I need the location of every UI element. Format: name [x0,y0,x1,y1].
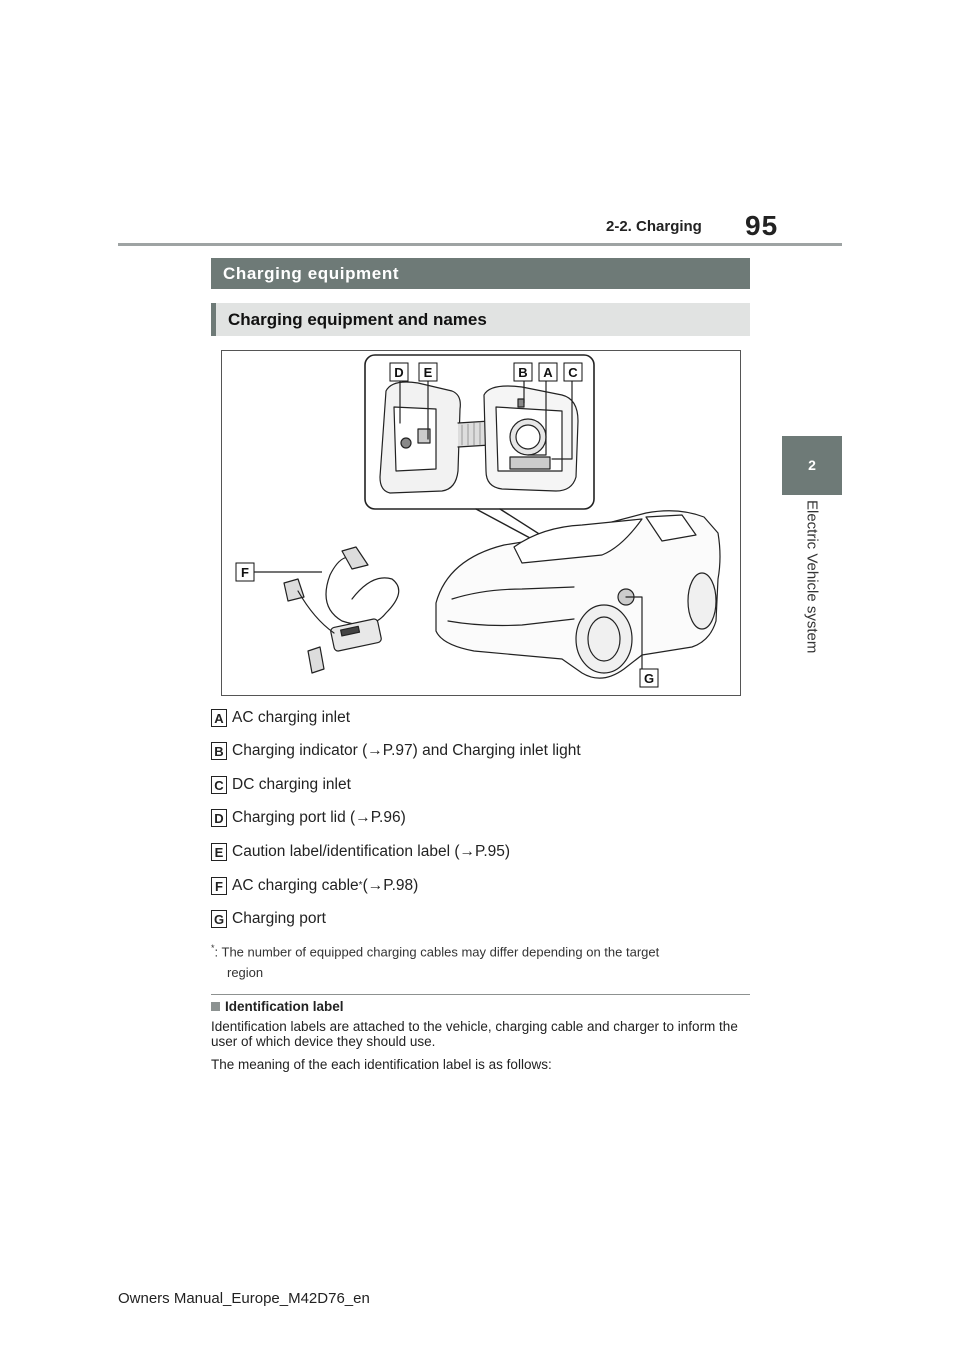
rear-wheel [687,572,717,630]
legend-text: Caution label/identification label ( [232,843,460,860]
legend-text: AC charging cable [232,877,359,894]
page-number: 95 [745,210,779,241]
mains-plug [283,578,305,602]
callout-d: D [394,365,403,380]
identification-heading: Identification label [211,999,344,1014]
legend-letter: A [211,709,227,727]
legend-item-d: D Charging port lid ( →P.96 ) [211,807,406,829]
section-divider [211,994,750,995]
legend-item-e: E Caution label/identification label ( →… [211,841,510,863]
legend-text-after: ) [504,843,511,860]
footnote-text: : The number of equipped charging cables… [214,944,660,960]
legend-letter: B [211,742,227,760]
leader-c [551,378,573,460]
legend-item-a: A AC charging inlet [211,707,350,729]
figure-illustration: D E B A C F G [235,354,721,688]
legend-text-after: ) [400,809,406,826]
legend-text: AC charging inlet [232,709,351,726]
page-ref-link[interactable]: →P.95 [459,843,505,860]
legend-text: Charging port [232,910,326,927]
callout-f: F [241,565,249,580]
page-footer: Owners Manual_Europe_M42D76_en [118,1290,370,1307]
page-ref-link[interactable]: →P.97 [367,742,413,759]
legend-item-f: F AC charging cable * (→P.98) [211,875,418,897]
legend-item-g: G Charging port [211,908,326,930]
identification-heading-text: Identification label [225,999,344,1014]
legend-letter: E [211,843,227,861]
subsection-heading: Charging equipment and names [211,303,750,336]
legend-letter: C [211,776,227,794]
header-rule [118,243,842,246]
callout-e: E [424,365,433,380]
callout-a: A [543,365,553,380]
bullet-square-icon [211,1002,220,1011]
footnote-mark: * [211,943,215,953]
section-heading: Charging equipment [211,258,750,289]
windshield [513,518,643,564]
chapter-tab[interactable]: 2 [782,436,842,495]
legend-text: DC charging inlet [232,776,351,793]
footnote-text-cont: region [227,965,264,981]
identification-paragraph-1: Identification labels are attached to th… [211,1019,738,1049]
chapter-title: Electric Vehicle system [803,500,821,654]
legend-letter: F [211,877,227,895]
legend-item-b: B Charging indicator ( →P.97 ) and Charg… [211,740,581,762]
legend-letter: D [211,809,227,827]
vehicle-plug [341,546,369,570]
legend-text: Charging port lid ( [232,809,356,826]
page-ref-link[interactable]: (→P.98) [362,877,419,894]
page-ref-link[interactable]: →P.96 [355,809,401,826]
inset-frame [364,354,595,510]
charging-equipment-figure: D E B A C F G [221,350,741,696]
section-title: 2-2. Charging [606,218,702,235]
callout-c: C [568,365,578,380]
cable-coil [325,556,400,626]
identification-paragraph-2: The meaning of the each identification l… [211,1057,552,1072]
footnote: *: The number of equipped charging cable… [211,938,751,983]
legend-text: Charging indicator ( [232,742,368,759]
front-wheel [575,604,633,674]
callout-b: B [518,365,527,380]
legend-letter: G [211,910,227,928]
control-box [330,618,382,652]
legend-item-c: C DC charging inlet [211,774,351,796]
callout-g: G [644,671,654,686]
leader-a [527,378,547,456]
chapter-side-label: Electric Vehicle system [782,500,842,670]
legend-text-after: ) and Charging inlet light [412,742,581,759]
